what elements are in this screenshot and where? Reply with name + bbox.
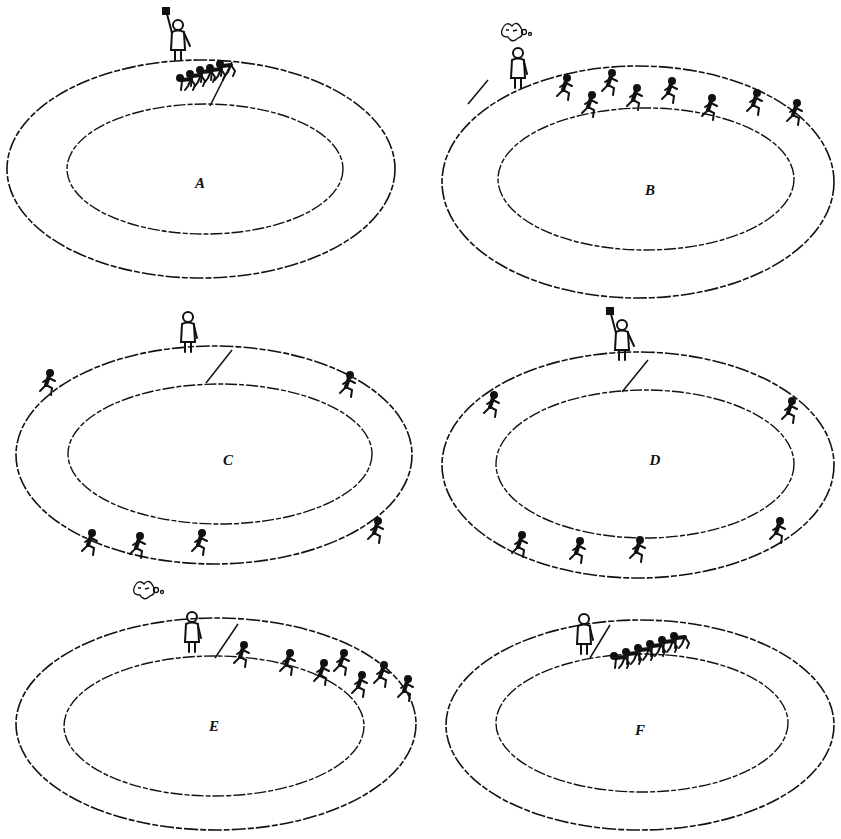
track-oval: D	[440, 350, 836, 580]
track-oval: B	[440, 64, 836, 300]
track-oval: F	[444, 618, 836, 832]
panel-letter: C	[223, 452, 233, 469]
panel-letter: F	[635, 722, 645, 739]
panel-letter: B	[645, 182, 655, 199]
panel-letter: D	[650, 452, 661, 469]
track-outline	[5, 58, 397, 280]
track-outline	[14, 344, 414, 566]
panel-letter: E	[209, 718, 219, 735]
panel-letter: A	[195, 175, 205, 192]
track-outline	[440, 64, 836, 300]
track-outline	[440, 350, 836, 580]
track-oval: E	[14, 616, 418, 832]
track-oval: C	[14, 344, 414, 566]
track-oval: A	[5, 58, 397, 280]
